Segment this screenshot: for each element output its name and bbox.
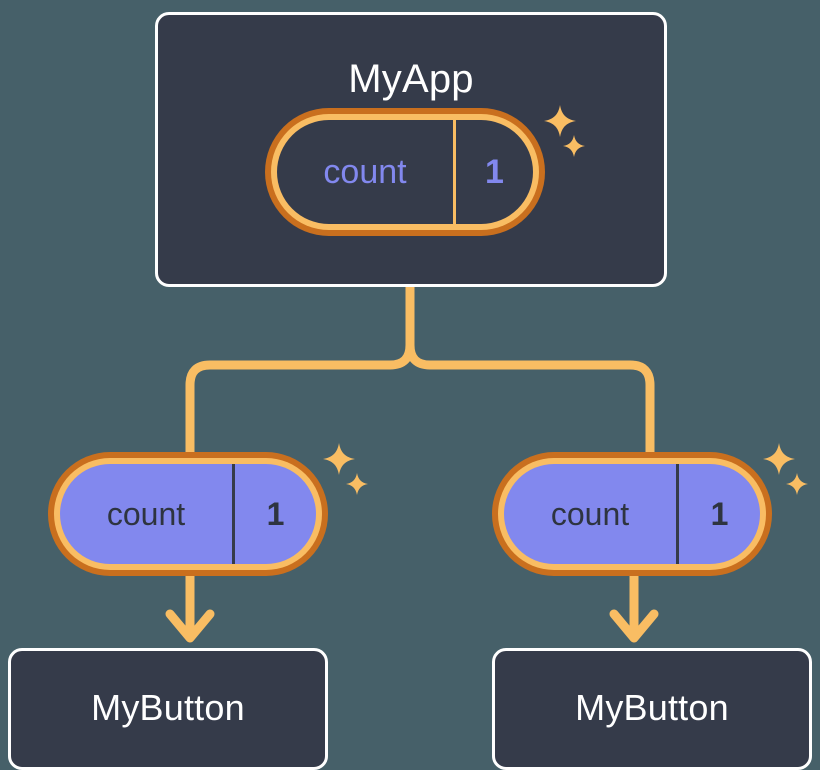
state-key-button-left: count <box>60 464 235 564</box>
arrowhead-left-icon <box>165 609 215 643</box>
component-box-button-left[interactable]: MyButton <box>8 648 328 770</box>
state-key-button-right: count <box>504 464 679 564</box>
state-pill-body: count 1 <box>504 464 760 564</box>
sparkle-icon <box>543 104 577 138</box>
edge-myapp-to-right <box>405 282 655 463</box>
state-key-myapp: count <box>277 120 456 224</box>
state-pill-button-left[interactable]: count 1 <box>48 452 328 576</box>
sparkle-icon <box>562 134 586 158</box>
state-pill-ring-inner: count 1 <box>271 114 539 230</box>
sparkle-icon <box>785 472 809 496</box>
state-pill-ring-inner: count 1 <box>54 458 322 570</box>
component-label-button-left: MyButton <box>91 687 245 728</box>
state-pill-body: count 1 <box>277 120 533 224</box>
state-pill-ring-inner: count 1 <box>498 458 766 570</box>
sparkle-icon <box>322 442 356 476</box>
sparkle-icon <box>345 472 369 496</box>
state-value-myapp: 1 <box>485 152 504 191</box>
state-value-button-left: 1 <box>266 495 285 532</box>
state-pill-button-right[interactable]: count 1 <box>492 452 772 576</box>
component-label-button-right: MyButton <box>575 687 729 728</box>
state-pill-myapp[interactable]: count 1 <box>265 108 545 236</box>
component-label-myapp: MyApp <box>348 57 474 101</box>
sparkle-icon <box>762 442 796 476</box>
component-box-button-right[interactable]: MyButton <box>492 648 812 770</box>
edge-myapp-to-left <box>185 282 415 463</box>
state-pill-body: count 1 <box>60 464 316 564</box>
arrowhead-right-icon <box>609 609 659 643</box>
component-box-myapp[interactable]: MyApp <box>155 12 667 287</box>
state-value-button-right: 1 <box>710 495 729 532</box>
